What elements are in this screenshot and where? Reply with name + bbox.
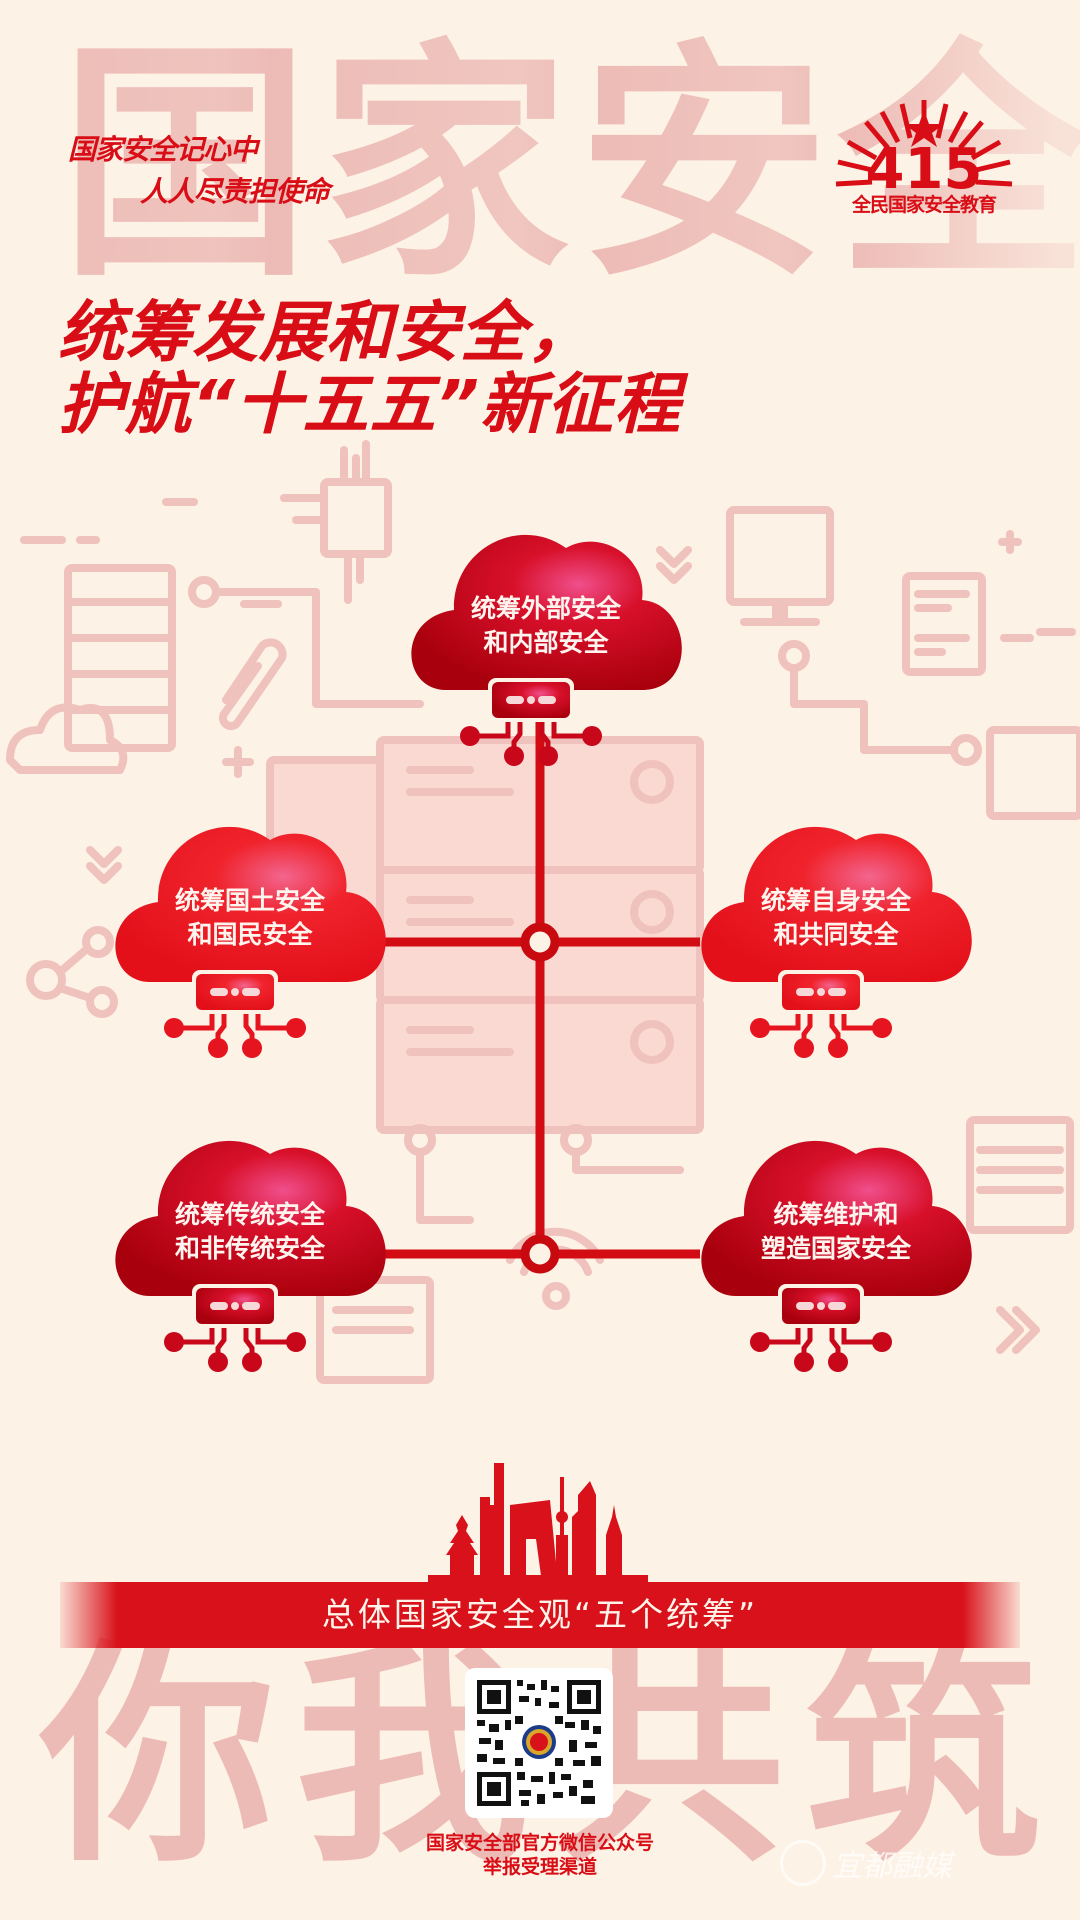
headline-line-1: 统筹发展和安全，: [58, 294, 594, 371]
logo-caption: 全民国家安全教育: [851, 194, 997, 216]
qr-caption-line-2: 举报受理渠道: [482, 1856, 597, 1878]
cloud-label-line1: 统筹传统安全: [174, 1200, 325, 1229]
qr-caption-line-1: 国家安全部官方微信公众号: [425, 1832, 654, 1854]
cloud-label-line2: 和国民安全: [187, 920, 313, 949]
cloud-label-line2: 和共同安全: [773, 920, 899, 949]
watermark-logo-icon: [780, 1840, 826, 1886]
cloud-node-maintain-shape[interactable]: 统筹维护和 塑造国家安全: [686, 1106, 986, 1372]
cloud-node-self-common[interactable]: 统筹自身安全 和共同安全: [686, 792, 986, 1058]
banner: 总体国家安全观“五个统筹”: [60, 1582, 1020, 1648]
cloud-label-line2: 和非传统安全: [174, 1234, 325, 1263]
cloud-node-traditional-nontraditional[interactable]: 统筹传统安全 和非传统安全: [100, 1106, 400, 1372]
watermark-text: 宜都融媒: [832, 1849, 952, 1884]
logo-number: 415: [866, 137, 983, 202]
cloud-label-line2: 塑造国家安全: [760, 1234, 911, 1263]
qr-code-image: [477, 1680, 601, 1806]
cloud-node-territory-citizen[interactable]: 统筹国土安全 和国民安全: [100, 792, 400, 1058]
sunburst-star-icon: 415: [835, 100, 1013, 202]
cloud-label-line1: 统筹维护和: [773, 1200, 899, 1229]
banner-text: 总体国家安全观“五个统筹”: [321, 1595, 759, 1634]
headline-line-2: 护航“十五五”新征程: [58, 366, 682, 443]
cloud-label-line1: 统筹外部安全: [470, 594, 621, 623]
watermark: 宜都融媒: [780, 1840, 952, 1886]
cloud-node-external-internal[interactable]: 统筹外部安全 和内部安全: [396, 500, 696, 766]
cloud-label-line1: 统筹自身安全: [760, 886, 911, 915]
background-fade: [0, 20, 1080, 320]
cloud-label-line2: 和内部安全: [483, 628, 609, 657]
cloud-label-line1: 统筹国土安全: [174, 886, 325, 915]
qr-code[interactable]: [465, 1668, 613, 1818]
slogan-line-2: 人人尽责担使命: [140, 175, 330, 208]
slogan-line-1: 国家安全记心中: [68, 133, 258, 166]
city-skyline-icon: [428, 1463, 648, 1585]
